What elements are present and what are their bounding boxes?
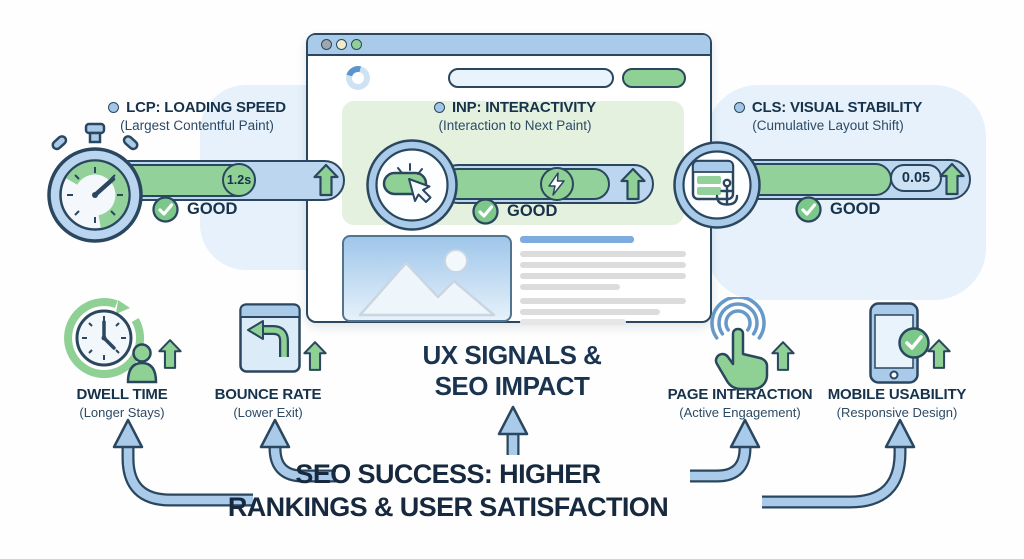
lcp-subtitle: (Largest Contentful Paint) bbox=[120, 118, 274, 133]
cls-status-label: GOOD bbox=[830, 200, 881, 218]
curved-arrow-to-mobile-usability bbox=[762, 418, 916, 509]
text-line bbox=[520, 262, 686, 268]
text-line-heading bbox=[520, 236, 634, 243]
seo-success-heading: SEO SUCCESS: HIGHER RANKINGS & USER SATI… bbox=[227, 459, 669, 522]
up-arrow-icon bbox=[313, 163, 339, 197]
text-line bbox=[520, 298, 686, 304]
cls-title: CLS: VISUAL STABILITY bbox=[751, 99, 923, 116]
check-badge-icon bbox=[898, 327, 930, 359]
good-check-icon bbox=[472, 198, 499, 225]
up-arrow-icon bbox=[303, 341, 327, 371]
bullet-dot-icon bbox=[733, 102, 745, 113]
good-check-icon bbox=[152, 196, 179, 223]
loading-spinner-icon bbox=[341, 61, 375, 95]
good-check-icon bbox=[795, 196, 822, 223]
address-bar bbox=[448, 68, 614, 88]
lcp-status-row: GOOD bbox=[152, 196, 237, 223]
cls-status-row: GOOD bbox=[795, 196, 880, 223]
inp-status-label: GOOD bbox=[507, 202, 558, 220]
inp-title: INP: INTERACTIVITY bbox=[452, 99, 596, 116]
text-line bbox=[520, 319, 626, 325]
hero-image-placeholder bbox=[342, 235, 512, 322]
straight-arrow-to-ux-signals bbox=[497, 405, 529, 455]
traffic-light-cream-icon bbox=[336, 39, 347, 50]
up-arrow-icon bbox=[927, 339, 951, 369]
cls-subtitle: (Cumulative Layout Shift) bbox=[752, 118, 904, 133]
up-arrow-icon bbox=[939, 162, 965, 196]
text-line bbox=[520, 284, 620, 290]
lcp-title: LCP: LOADING SPEED bbox=[126, 99, 286, 116]
anchor-window-icon bbox=[673, 141, 761, 229]
clock-user-icon bbox=[64, 298, 158, 384]
return-window-icon bbox=[239, 303, 301, 373]
lcp-value-badge: 1.2s bbox=[222, 163, 256, 197]
traffic-light-grey-icon bbox=[321, 39, 332, 50]
inp-subtitle: (Interaction to Next Paint) bbox=[438, 118, 592, 133]
inp-progress-track bbox=[438, 164, 654, 204]
tap-hand-icon bbox=[710, 297, 769, 391]
up-arrow-icon bbox=[620, 167, 646, 200]
ux-signals-heading: UX SIGNALS & SEO IMPACT bbox=[422, 340, 602, 401]
text-line bbox=[520, 273, 686, 279]
inp-lightning-badge bbox=[540, 166, 574, 201]
mobile-usability-label: MOBILE USABILITY (Responsive Design) bbox=[827, 386, 967, 420]
up-arrow-icon bbox=[158, 339, 182, 369]
bounce-rate-label: BOUNCE RATE (Lower Exit) bbox=[214, 386, 322, 420]
cls-value-badge: 0.05 bbox=[890, 163, 942, 192]
bullet-dot-icon bbox=[108, 102, 120, 113]
cls-title-row: CLS: VISUAL STABILITY bbox=[708, 99, 948, 116]
page-interaction-label: PAGE INTERACTION (Active Engagement) bbox=[667, 386, 813, 420]
stopwatch-icon bbox=[47, 122, 143, 243]
inp-progress-fill bbox=[442, 168, 610, 200]
up-arrow-icon bbox=[771, 341, 795, 371]
dwell-time-label: DWELL TIME (Longer Stays) bbox=[76, 386, 168, 420]
text-line bbox=[520, 309, 660, 315]
browser-title-bar bbox=[308, 35, 710, 56]
inp-title-row: INP: INTERACTIVITY bbox=[395, 99, 635, 116]
curved-arrow-to-page-interaction bbox=[690, 418, 761, 483]
text-line bbox=[520, 251, 686, 257]
inp-status-row: GOOD bbox=[472, 198, 557, 225]
cursor-click-icon bbox=[366, 139, 458, 231]
bullet-dot-icon bbox=[434, 102, 446, 113]
lcp-title-row: LCP: LOADING SPEED bbox=[77, 99, 317, 116]
mountain-image-icon bbox=[358, 249, 496, 317]
browser-action-button bbox=[622, 68, 686, 88]
lightning-icon bbox=[548, 171, 565, 196]
lcp-status-label: GOOD bbox=[187, 200, 238, 218]
traffic-light-green-icon bbox=[351, 39, 362, 50]
